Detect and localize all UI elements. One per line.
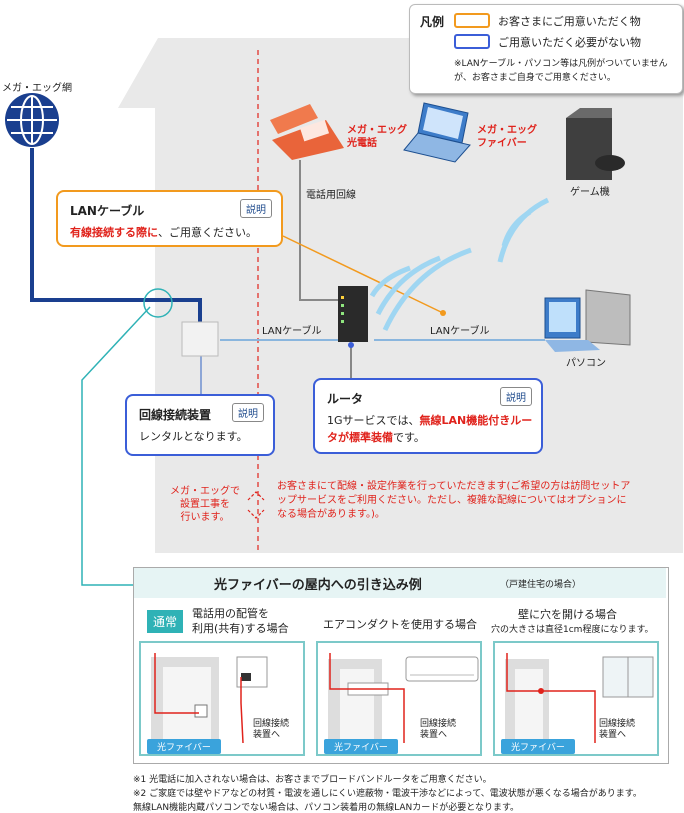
method-3-illustration <box>505 653 654 754</box>
teal-connector <box>81 306 151 586</box>
method-1-illustration <box>151 653 268 752</box>
method-3-device-label: 回線接続 装置へ <box>599 719 636 740</box>
method-panel-3: 光ファイバー 回線接続 装置へ <box>493 641 659 756</box>
fiber-subtitle: （戸建住宅の場合） <box>500 580 582 590</box>
fiber-line <box>30 148 202 322</box>
dashed-arrow-icon <box>247 491 265 519</box>
fiber-entry-marker <box>143 288 173 318</box>
wireless-waves-icon <box>369 197 550 332</box>
legend-label-prepare: お客さまにご用意いただく物 <box>498 15 641 28</box>
method-2-fiber-tag: 光ファイバー <box>324 739 398 754</box>
lan-cable-right-label: LANケーブル <box>430 326 490 337</box>
lan-cable-callout: LANケーブル 説明 有線接続する際に、ご用意ください。 <box>56 190 283 247</box>
line-device-callout: 回線接続装置 説明 レンタルとなります。 <box>125 394 275 456</box>
method-panel-1: 光ファイバー 回線接続 装置へ <box>139 641 305 756</box>
fiber-title: 光ファイバーの屋内への引き込み例 <box>214 578 422 593</box>
method-1-device-label: 回線接続 装置へ <box>253 719 290 740</box>
legend-label-not-needed: ご用意いただく必要がない物 <box>498 36 641 49</box>
pc-label: パソコン <box>566 358 606 369</box>
method-3-fiber-tag: 光ファイバー <box>501 739 575 754</box>
laptop-label: メガ・エッグ ファイバー <box>477 125 537 149</box>
legend-title: 凡例 <box>420 15 445 29</box>
legend-note: ※LANケーブル・パソコン等は凡例がついていませんが、お客さまご自身でご用意くだ… <box>454 59 668 83</box>
game-label: ゲーム機 <box>570 187 610 198</box>
method-3-heading: 壁に穴を開ける場合 <box>518 608 617 621</box>
globe-icon <box>5 93 59 147</box>
legend-swatch-prepare <box>454 13 490 28</box>
line-device-title: 回線接続装置 <box>139 408 212 422</box>
telephone-icon <box>270 104 344 160</box>
method-3-subheading: 穴の大きさは直径1cm程度になります。 <box>491 625 654 635</box>
method-panel-2: 光ファイバー 回線接続 装置へ <box>316 641 482 756</box>
method-2-device-label: 回線接続 装置へ <box>420 719 457 740</box>
footnote-1: ※1 光電話に加入されない場合は、お客さまでブロードバンドルータをご用意ください… <box>133 775 492 785</box>
lan-explain-button[interactable]: 説明 <box>240 199 272 218</box>
phone-line-label: 電話用回線 <box>306 190 356 201</box>
method-1-heading: 電話用の配管を 利用(共有)する場合 <box>192 607 289 635</box>
fiber-header <box>134 568 666 598</box>
line-connection-device-icon <box>181 321 219 357</box>
router-title: ルータ <box>327 392 364 406</box>
method-2-heading: エアコンダクトを使用する場合 <box>323 618 477 631</box>
method-2-illustration <box>328 653 479 754</box>
lan-callout-title: LANケーブル <box>70 204 145 218</box>
line-device-body: レンタルとなります。 <box>139 430 248 443</box>
legend-box: 凡例 お客さまにご用意いただく物 ご用意いただく必要がない物 ※LANケーブル・… <box>409 4 683 94</box>
laptop-icon <box>403 102 471 163</box>
phone-label: メガ・エッグ 光電話 <box>347 125 407 149</box>
router-callout: ルータ 説明 1Gサービスでは、無線LAN機能付きルータが標準装備です。 <box>313 378 543 454</box>
lan-cable-left-label: LANケーブル <box>262 326 322 337</box>
normal-badge: 通常 <box>147 610 184 633</box>
router-body: 1Gサービスでは、無線LAN機能付きルータが標準装備です。 <box>327 414 533 444</box>
game-console-icon <box>566 108 625 180</box>
footnote-2: ※2 ご家庭では壁やドアなどの材質・電波を通しにくい遮蔽物・電波干渉などによって… <box>133 789 642 799</box>
router-icon <box>338 286 368 342</box>
line-device-explain-button[interactable]: 説明 <box>232 403 264 422</box>
method-1-fiber-tag: 光ファイバー <box>147 739 221 754</box>
footnote-3: 無線LAN機能内蔵パソコンでない場合は、パソコン装着用の無線LANカードが必要と… <box>133 803 520 813</box>
lan-callout-body: 有線接続する際に、ご用意ください。 <box>70 226 257 239</box>
install-left-note: メガ・エッグで 設置工事を 行います。 <box>170 486 240 523</box>
legend-swatch-not-needed <box>454 34 490 49</box>
pc-icon <box>544 289 631 352</box>
install-right-note: お客さまにて配線・設定作業を行っていただきます(ご希望の方は訪問セットアップサー… <box>277 481 631 520</box>
network-label: メガ・エッグ網 <box>2 83 72 94</box>
router-explain-button[interactable]: 説明 <box>500 387 532 406</box>
